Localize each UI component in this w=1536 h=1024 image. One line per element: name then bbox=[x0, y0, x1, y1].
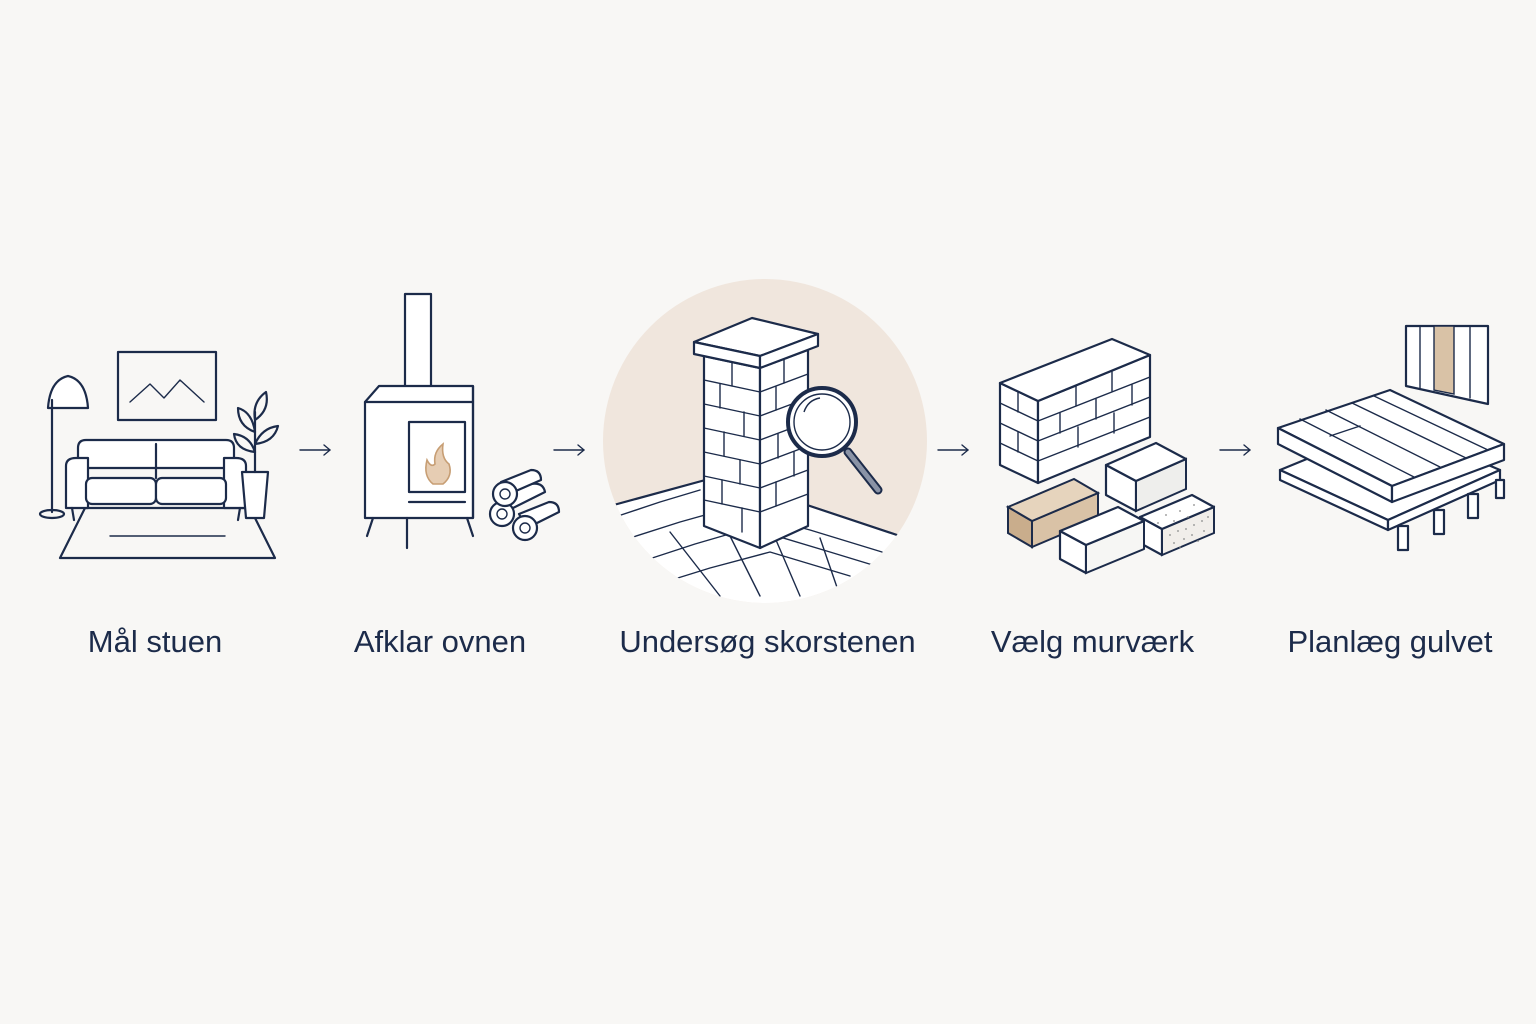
wood-stove-icon bbox=[363, 292, 561, 550]
floor-boards-icon bbox=[1276, 324, 1506, 552]
step-label-5: Planlæg gulvet bbox=[1287, 624, 1493, 659]
step-label-3: Undersøg skorstenen bbox=[619, 624, 916, 659]
arrow-right-icon bbox=[299, 444, 331, 456]
living-room-icon bbox=[38, 350, 280, 560]
arrow-right-icon bbox=[1219, 444, 1251, 456]
arrow-right-icon bbox=[553, 444, 585, 456]
step-label-4: Vælg murværk bbox=[990, 624, 1195, 659]
masonry-blocks-icon bbox=[998, 337, 1216, 575]
step-label-1: Mål stuen bbox=[87, 624, 223, 659]
chimney-inspect-icon bbox=[603, 279, 927, 603]
arrow-right-icon bbox=[937, 444, 969, 456]
step-label-2: Afklar ovnen bbox=[353, 624, 527, 659]
